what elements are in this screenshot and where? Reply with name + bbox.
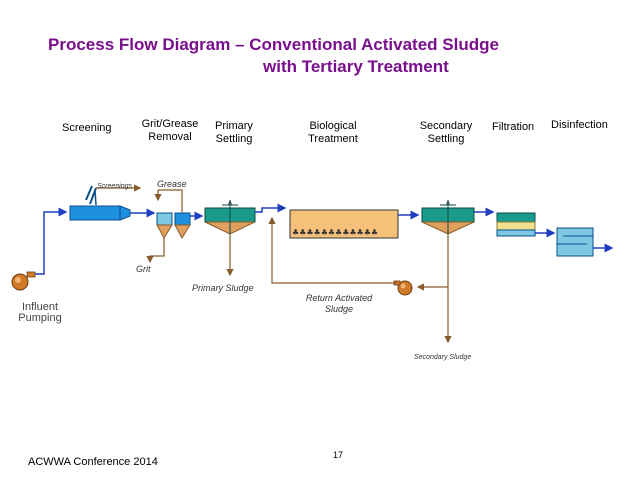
bar-screen-icon bbox=[69, 185, 131, 221]
stage-bio-line1: Biological bbox=[309, 120, 357, 132]
stage-biological-treatment: Biological Treatment bbox=[300, 120, 366, 146]
label-return-activated-sludge: Return Activated Sludge bbox=[302, 293, 376, 315]
flow-primary-to-bio bbox=[255, 203, 287, 213]
stage-primary-line1: Primary bbox=[215, 120, 253, 132]
label-primary-sludge: Primary Sludge bbox=[192, 283, 254, 293]
stage-secondary-settling: Secondary Settling bbox=[414, 120, 478, 146]
label-influent-line1: Influent bbox=[21, 301, 59, 313]
primary-clarifier-icon: A bbox=[204, 200, 256, 235]
stage-secondary-line1: Secondary bbox=[419, 120, 473, 132]
label-influent-pumping: Influent Pumping bbox=[18, 302, 62, 324]
label-screenings: Screenings bbox=[97, 183, 133, 190]
grease-line bbox=[158, 189, 183, 213]
grit-chamber-icon bbox=[156, 212, 191, 240]
stage-disinfection: Disinfection bbox=[551, 119, 608, 131]
stage-grit-grease: Grit/Grease Removal bbox=[140, 118, 200, 144]
label-grit: Grit bbox=[136, 264, 151, 274]
svg-text:A: A bbox=[446, 201, 450, 207]
stage-grit-line1: Grit/Grease bbox=[141, 118, 199, 130]
influent-flow-line bbox=[35, 207, 68, 275]
label-influent-line2: Pumping bbox=[18, 312, 62, 324]
stage-primary-settling: Primary Settling bbox=[210, 120, 258, 146]
label-grease: Grease bbox=[157, 179, 187, 189]
svg-text:A: A bbox=[228, 201, 232, 207]
influent-pump-icon bbox=[11, 271, 36, 291]
stage-screening: Screening bbox=[62, 122, 112, 134]
label-secondary-sludge: Secondary Sludge bbox=[414, 354, 472, 361]
page-number: 17 bbox=[333, 450, 344, 460]
stage-grit-line2: Removal bbox=[148, 131, 192, 143]
stage-secondary-line2: Settling bbox=[427, 133, 465, 145]
grit-arrow bbox=[146, 238, 165, 264]
title-line-2: with Tertiary Treatment bbox=[263, 57, 449, 76]
title-line-1: Process Flow Diagram – Conventional Acti… bbox=[48, 35, 499, 54]
stage-filtration: Filtration bbox=[492, 121, 535, 133]
svg-text:♣♣♣♣♣♣♣♣♣♣♣♣: ♣♣♣♣♣♣♣♣♣♣♣♣ bbox=[292, 228, 378, 237]
stage-primary-line2: Settling bbox=[215, 133, 253, 145]
disinfection-basin-icon bbox=[556, 227, 594, 257]
secondary-clarifier-icon: A bbox=[421, 200, 475, 235]
footer-text: ACWWA Conference 2014 bbox=[28, 456, 158, 468]
filter-icon bbox=[496, 212, 536, 237]
ras-return-line bbox=[268, 216, 397, 284]
label-ras-line2: Sludge bbox=[324, 304, 354, 314]
stage-bio-line2: Treatment bbox=[308, 133, 358, 145]
label-ras-line1: Return Activated bbox=[305, 293, 373, 303]
aeration-basin-icon: ♣♣♣♣♣♣♣♣♣♣♣♣ bbox=[289, 209, 399, 239]
